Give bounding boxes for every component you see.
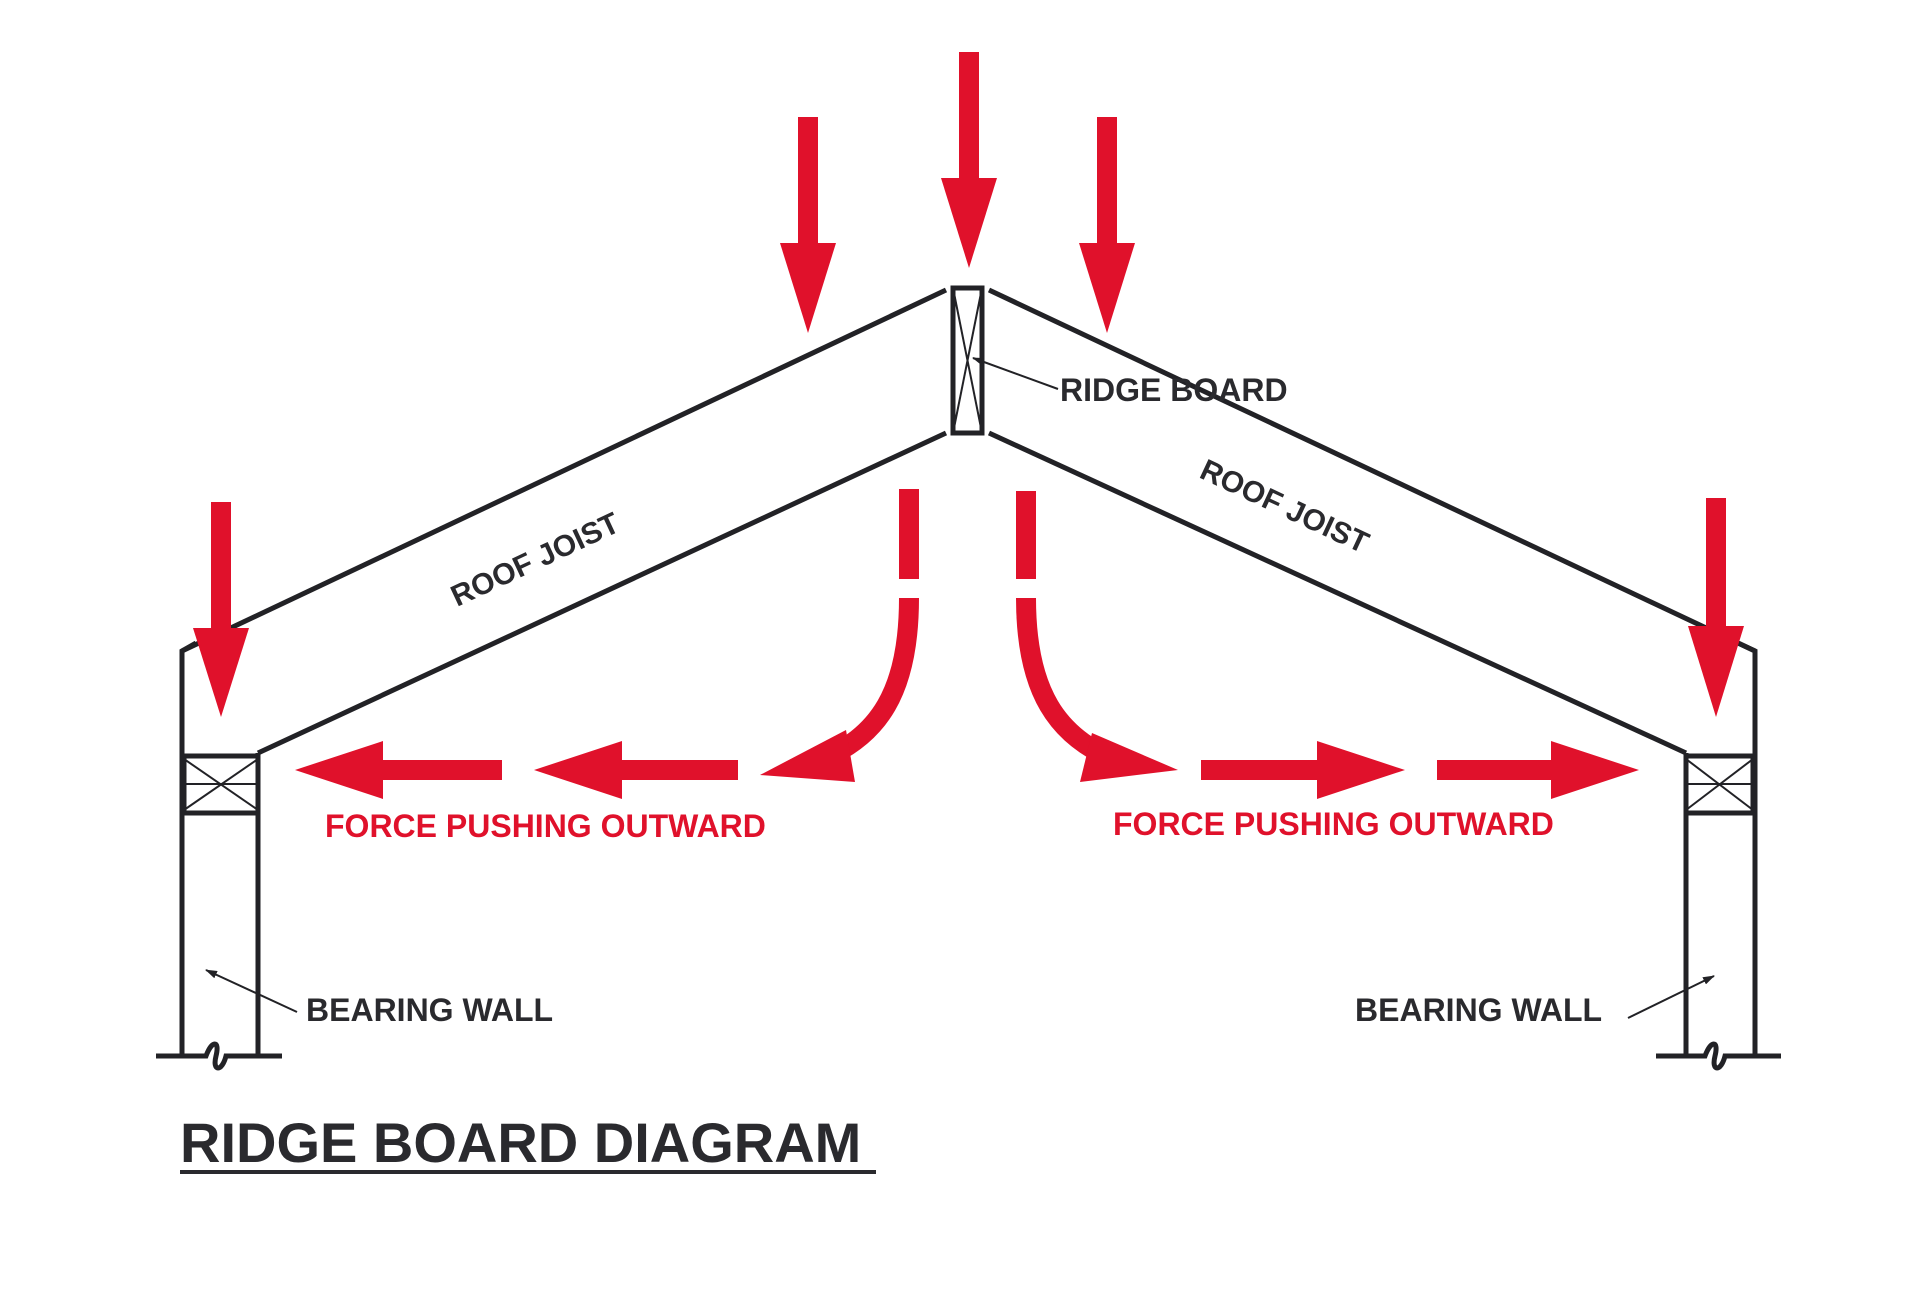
right-roof-joist-bottom-edge	[987, 430, 1688, 756]
load-arrow-left-joist	[780, 117, 836, 333]
bearing-wall-left-label: BEARING WALL	[306, 992, 553, 1028]
force-right-label: FORCE PUSHING OUTWARD	[1113, 806, 1554, 842]
load-arrow-right-wall	[1688, 498, 1744, 717]
outward-arrow-left-1	[534, 741, 738, 799]
right-bearing-wall	[1656, 640, 1781, 1071]
curved-arrow-right	[1016, 491, 1178, 782]
force-arrows	[193, 52, 1744, 799]
left-roof-joist-bottom-edge	[256, 430, 948, 756]
load-arrow-ridge	[941, 52, 997, 268]
load-arrow-left-wall	[193, 502, 249, 717]
load-arrow-right-joist	[1079, 117, 1135, 333]
left-bearing-wall	[156, 640, 282, 1071]
left-bearing-wall-leader	[205, 969, 298, 1013]
outward-arrow-right-1	[1201, 741, 1405, 799]
right-bearing-wall-leader	[1627, 975, 1715, 1019]
right-roof-joist-top-edge	[987, 287, 1757, 654]
roof-joist-right-label: ROOF JOIST	[1195, 453, 1374, 560]
curved-arrow-left	[760, 489, 919, 782]
roof-structure	[156, 285, 1781, 1071]
ridge-board-leader	[972, 357, 1059, 390]
outward-arrow-left-2	[295, 741, 502, 799]
force-left-label: FORCE PUSHING OUTWARD	[325, 808, 766, 844]
left-roof-joist-top-edge	[180, 287, 948, 654]
outward-arrow-right-2	[1437, 741, 1639, 799]
ridge-board-label: RIDGE BOARD	[1060, 372, 1288, 408]
bearing-wall-right-label: BEARING WALL	[1355, 992, 1602, 1028]
diagram-title: RIDGE BOARD DIAGRAM	[180, 1111, 861, 1174]
leader-lines	[205, 357, 1715, 1019]
